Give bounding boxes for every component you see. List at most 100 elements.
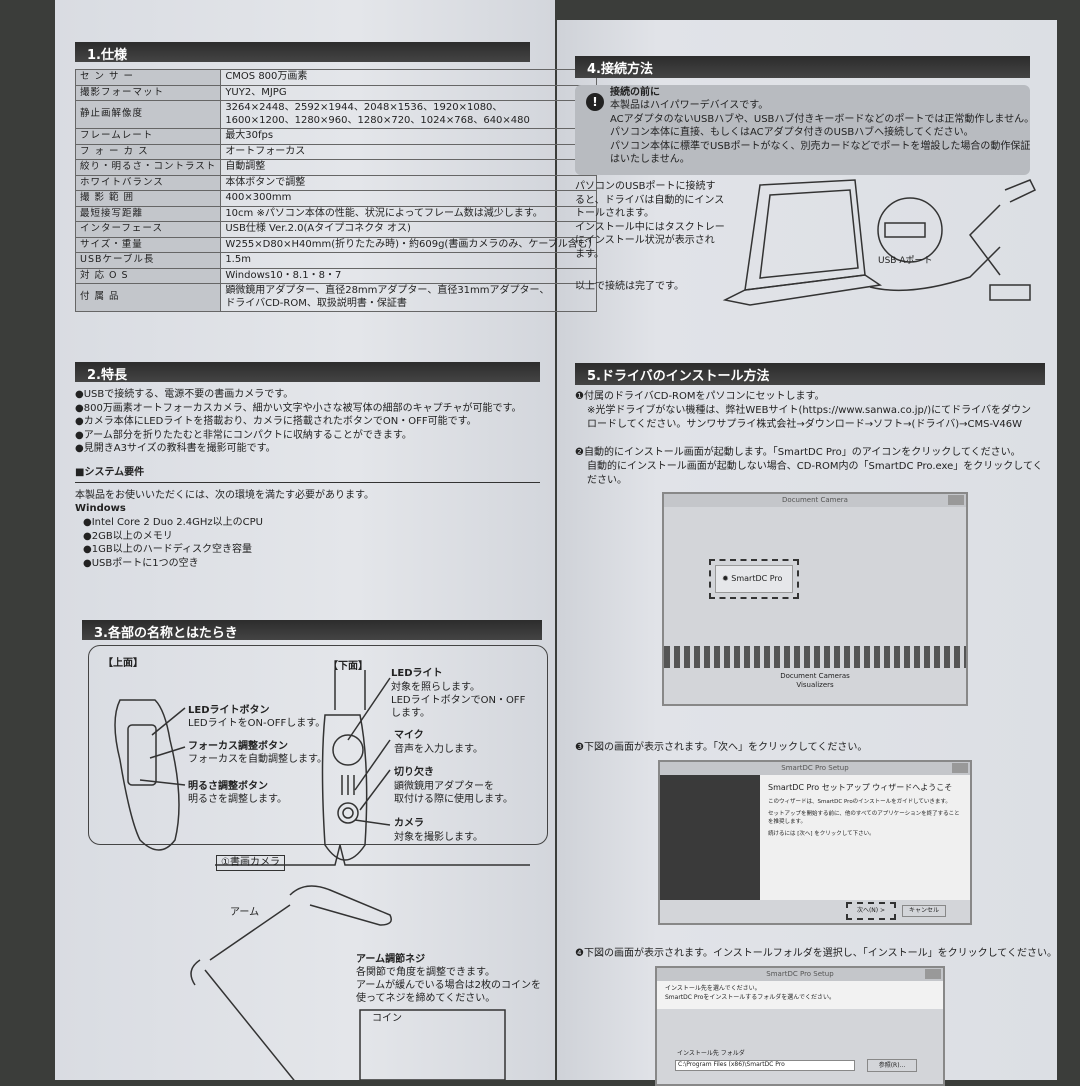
spec-label: USBケーブル長 (74, 252, 222, 269)
text-line: ●アーム部分を折りたたむと非常にコンパクトに収納することができます。 (75, 429, 412, 441)
led-button-label: LEDライトボタン (188, 705, 270, 716)
camera-desc: 対象を撮影します。 (394, 832, 483, 843)
spec-value: Windows10・8.1・8・7 (220, 267, 597, 284)
arm-screw-label: アーム調節ネジ (356, 954, 426, 965)
section-title-parts: 3.各部の名称とはたらき (82, 620, 542, 641)
wizard-text: セットアップを開始する前に、他のすべてのアプリケーションを終了することを推奨しま… (768, 811, 960, 825)
arm-screw-desc: アームが緩んでいる場合は2枚のコインを (356, 980, 541, 991)
section-title-spec: 1.仕様 (75, 42, 530, 63)
arm-screw-desc: 使ってネジを締めてください。 (356, 993, 496, 1004)
spec-row: フ ォ ー カ スオートフォーカス (74, 143, 597, 160)
close-icon[interactable] (925, 969, 941, 979)
text-line: ●2GB以上のメモリ (83, 530, 173, 542)
section-title-features: 2.特長 (75, 362, 540, 383)
document-camera-window: Document Camera ✹ SmartDC Pro Document C… (662, 492, 968, 706)
focus-button-desc: フォーカスを自動調整します。 (188, 754, 327, 765)
spec-value: オートフォーカス (220, 143, 597, 160)
gear-icon: ✹ (722, 574, 732, 583)
laptop-connection-illustration (722, 179, 1037, 306)
spec-value: 3264×2448、2592×1944、2048×1536、1920×1080、… (220, 100, 597, 129)
spec-label: 付 属 品 (74, 283, 222, 312)
text-line: ●800万画素オートフォーカスカメラ、細かい文字や小さな被写体の細部のキャプチャ… (75, 402, 522, 414)
mic-label: マイク (394, 730, 424, 741)
text-line: ると、ドライバは自動的にインス (575, 194, 725, 206)
top-view-label: 【上面】 (103, 658, 143, 669)
led-button-desc: LEDライトをON-OFFします。 (188, 718, 326, 729)
parts-diagram-box (88, 645, 548, 845)
sysreq-intro: 本製品をお使いいただくには、次の環境を満たす必要があります。 (75, 490, 374, 501)
folder-label: インストール先 フォルダ (677, 1050, 745, 1057)
notch-desc: 取付ける際に使用します。 (394, 794, 513, 805)
brightness-button-label: 明るさ調整ボタン (188, 781, 268, 792)
led-label: LEDライト (391, 668, 443, 679)
text-line: ●USBで接続する、電源不要の書画カメラです。 (75, 389, 294, 400)
footer-text: Visualizers (796, 681, 834, 689)
setup-welcome-window: SmartDC Pro Setup SmartDC Pro セットアップ ウィザ… (658, 760, 972, 925)
notice-title: 接続の前に (610, 87, 660, 98)
text-line: ●1GB以上のハードディスク空き容量 (83, 544, 252, 555)
doc-camera-label: ①書画カメラ (216, 855, 285, 871)
text-line: 自動的にインストール画面が起動しない場合、CD-ROM内の「SmartDC Pr… (587, 461, 1043, 472)
spec-row: 付 属 品顕微鏡用アダプター、直径28mmアダプター、直径31mmアダプター、 … (74, 283, 597, 312)
cancel-button[interactable]: キャンセル (902, 905, 946, 917)
arm-screw-desc: 各関節で角度を調整できます。 (356, 967, 495, 978)
spec-label: 対 応 O S (74, 267, 222, 284)
notch-desc: 顕微鏡用アダプターを (394, 781, 494, 792)
section-title-install: 5.ドライバのインストール方法 (575, 363, 1045, 385)
spec-row: 絞り・明るさ・コントラスト自動調整 (74, 159, 597, 176)
spec-label: セ ン サ ー (74, 69, 222, 86)
divider (75, 482, 540, 483)
spec-label: 最短接写距離 (74, 205, 222, 222)
spec-value: CMOS 800万画素 (220, 69, 597, 86)
spec-row: ホワイトバランス本体ボタンで調整 (74, 174, 597, 191)
spec-label: サイズ・重量 (74, 236, 222, 253)
wizard-text: このウィザードは、SmartDC Proのインストールをガイドしていきます。 (768, 799, 951, 805)
connect-done: 以上で接続は完了です。 (575, 281, 684, 292)
spec-value: USB仕様 Ver.2.0(Aタイプコネクタ オス) (220, 221, 597, 238)
setup-folder-window: SmartDC Pro Setup インストール先を選んでください。 Smart… (655, 966, 945, 1086)
window-title: SmartDC Pro Setup (781, 764, 849, 772)
text-line: ACアダプタのないUSBハブや、USBハブ付きキーボードなどのポートでは正常動作… (610, 113, 1035, 125)
wizard-heading: SmartDC Pro セットアップ ウィザードへようこそ (768, 783, 953, 792)
spec-label: 撮影フォーマット (74, 84, 222, 101)
brightness-button-desc: 明るさを調整します。 (188, 794, 287, 805)
spec-value: YUY2、MJPG (220, 84, 597, 101)
led-desc: LEDライトボタンでON・OFF (391, 695, 526, 706)
spec-value: 最大30fps (220, 128, 597, 145)
bottom-view-label: 【下面】 (328, 661, 368, 672)
text-line: インストール中にはタスクトレー (575, 221, 725, 233)
text-line: ●カメラ本体にLEDライトを搭載おり、カメラに搭載されたボタンでON・OFF可能… (75, 416, 477, 427)
spec-value: 400×300mm (220, 190, 597, 207)
next-button[interactable]: 次へ(N) > (846, 902, 896, 920)
spec-value: W255×D80×H40mm(折りたたみ時)・約609g(書画カメラのみ、ケーブ… (220, 236, 597, 253)
folder-input[interactable]: C:\Program Files (x86)\SmartDC Pro (675, 1060, 855, 1071)
text-line: パソコン本体に直接、もしくはACアダプタ付きのUSBハブへ接続してください。 (610, 127, 974, 138)
close-icon[interactable] (952, 763, 968, 773)
smartdc-pro-button[interactable]: ✹ SmartDC Pro (715, 565, 793, 593)
camera-label: カメラ (394, 818, 424, 829)
text-line: ●USBポートに1つの空き (83, 557, 199, 569)
section-title-connect: 4.接続方法 (575, 56, 1030, 78)
window-title: Document Camera (782, 496, 848, 504)
close-icon[interactable] (948, 495, 964, 505)
camera-illustration (114, 670, 530, 1080)
text-line: ます。 (575, 248, 604, 260)
spec-label: 静止画解像度 (74, 100, 222, 129)
text-line: ❷自動的にインストール画面が起動します。「SmartDC Pro」のアイコンをク… (575, 447, 1021, 458)
focus-button-label: フォーカス調整ボタン (188, 741, 288, 752)
text-line: トールされます。 (575, 208, 654, 219)
text-line: ●Intel Core 2 Duo 2.4GHz以上のCPU (83, 517, 263, 528)
text-line: 本製品はハイパワーデバイスです。 (610, 100, 769, 111)
spec-label: 絞り・明るさ・コントラスト (74, 159, 222, 176)
coin-label: コイン (372, 1013, 402, 1024)
browse-button[interactable]: 参照(R)... (867, 1059, 917, 1072)
text-line: ●見開きA3サイズの教科書を撮影可能です。 (75, 443, 276, 454)
led-desc: します。 (391, 708, 430, 719)
